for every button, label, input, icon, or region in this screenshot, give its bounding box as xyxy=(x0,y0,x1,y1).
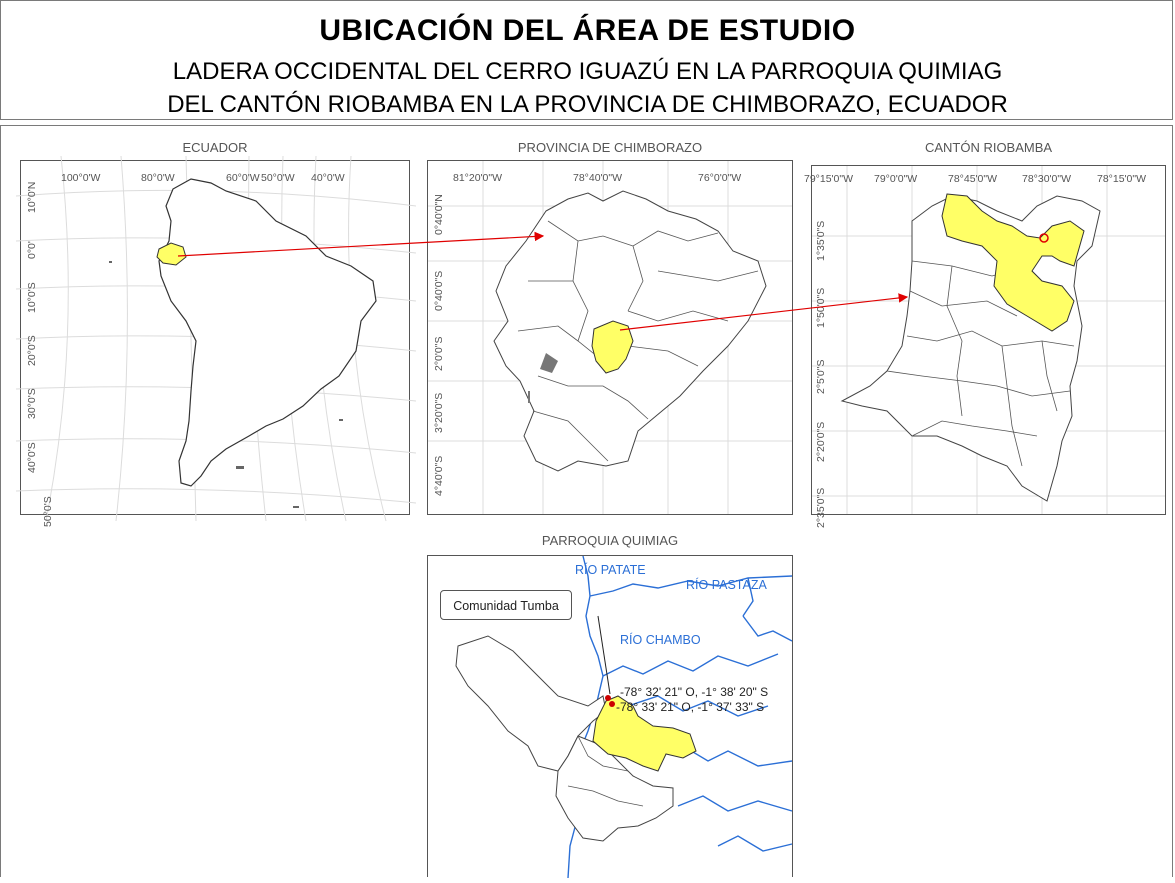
lat-tick: 2°35'0"S xyxy=(815,488,827,528)
lat-tick: 40°0'S xyxy=(26,442,38,473)
lat-tick: 4°40'0"S xyxy=(433,456,445,496)
lat-tick: 2°5'0"S xyxy=(815,360,827,394)
lat-tick: 1°35'0"S xyxy=(815,221,827,261)
lon-tick: 80°0'W xyxy=(141,172,175,184)
quimiag-map: RÍO PATATE RÍO PASTAZA RÍO CHAMBO -78° 3… xyxy=(455,555,793,879)
coord-label-1: -78° 32' 21" O, -1° 38' 20" S xyxy=(620,685,768,699)
ecuador-map-label: ECUADOR xyxy=(182,140,248,155)
lon-tick: 79°15'0"W xyxy=(804,173,853,185)
lat-tick: 0°0' xyxy=(26,241,38,259)
riobamba-map-label: CANTÓN RIOBAMBA xyxy=(924,140,1053,155)
quimiag-map-label: PARROQUIA QUIMIAG xyxy=(541,533,679,548)
riobamba-map-frame: 79°15'0"W 79°0'0"W 78°45'0"W 78°30'0"W 7… xyxy=(804,165,1166,528)
map-layout-frame xyxy=(0,125,1173,877)
lon-tick: 76°0'0"W xyxy=(698,172,741,184)
riobamba-map: 79°15'0"W 79°0'0"W 78°45'0"W 78°30'0"W 7… xyxy=(804,166,1165,528)
ecuador-lat-ticks: 10°0'N 0°0' 10°0'S 20°0'S 30°0'S 40°0'S … xyxy=(26,182,54,527)
lat-tick: 10°0'N xyxy=(26,182,38,213)
quimiag-map-frame: RÍO PATATE RÍO PASTAZA RÍO CHAMBO -78° 3… xyxy=(427,555,793,879)
lat-tick: 2°20'0"S xyxy=(815,422,827,462)
riobamba-highlight xyxy=(941,193,1085,332)
parish-outline-west xyxy=(455,635,607,772)
map-subtitle-line2: DEL CANTÓN RIOBAMBA EN LA PROVINCIA DE C… xyxy=(167,91,1008,118)
lon-tick: 60°0'W xyxy=(226,172,260,184)
parish-borders xyxy=(886,260,1075,467)
lat-tick: 30°0'S xyxy=(26,388,38,419)
lat-tick: 50°0'S xyxy=(42,496,54,527)
south-america-shape xyxy=(158,178,377,487)
ecuador-map-frame: 100°0'W 80°0'W 60°0'W 50°0'W 40°0'W 10°0… xyxy=(15,155,417,527)
callout-comunidad-tumba: Comunidad Tumba xyxy=(440,590,572,620)
chimborazo-map: 81°20'0"W 78°40'0"W 76°0'0"W 0°40'0"N 0°… xyxy=(428,161,792,514)
lon-tick: 40°0'W xyxy=(311,172,345,184)
coordinate-labels: -78° 32' 21" O, -1° 38' 20" S -78° 33' 2… xyxy=(616,685,768,714)
river-label-pastaza: RÍO PASTAZA xyxy=(686,577,767,592)
river-label-chambo: RÍO CHAMBO xyxy=(620,632,701,647)
lat-tick: 0°40'0"S xyxy=(433,271,445,311)
lat-tick: 20°0'S xyxy=(26,335,38,366)
riobamba-lat-ticks: 1°35'0"S 1°50'0"S 2°5'0"S 2°20'0"S 2°35'… xyxy=(815,221,827,528)
chimborazo-map-label: PROVINCIA DE CHIMBORAZO xyxy=(517,140,703,155)
callout-leader xyxy=(597,615,611,695)
parish-borders xyxy=(567,735,644,807)
lon-tick: 79°0'0"W xyxy=(874,173,917,185)
chimborazo-lon-ticks: 81°20'0"W 78°40'0"W 76°0'0"W xyxy=(453,172,741,184)
lon-tick: 78°40'0"W xyxy=(573,172,622,184)
ecuador-lon-ticks: 100°0'W 80°0'W 60°0'W 50°0'W 40°0'W xyxy=(61,172,345,184)
riobamba-lon-ticks: 79°15'0"W 79°0'0"W 78°45'0"W 78°30'0"W 7… xyxy=(804,173,1146,185)
lat-tick: 3°20'0"S xyxy=(433,393,445,433)
lon-tick: 50°0'W xyxy=(261,172,295,184)
title-box xyxy=(0,0,1173,120)
river-labels: RÍO PATATE RÍO PASTAZA RÍO CHAMBO xyxy=(575,562,767,647)
lat-tick: 2°0'0"S xyxy=(433,337,445,371)
islands xyxy=(109,261,343,508)
map-subtitle-line1: LADERA OCCIDENTAL DEL CERRO IGUAZÚ EN LA… xyxy=(172,58,1003,85)
chimborazo-lat-ticks: 0°40'0"N 0°40'0"S 2°0'0"S 3°20'0"S 4°40'… xyxy=(433,194,445,496)
map-title: UBICACIÓN DEL ÁREA DE ESTUDIO xyxy=(319,14,856,47)
gulf-island xyxy=(540,353,558,373)
river-label-patate: RÍO PATATE xyxy=(575,562,646,577)
coord-label-2: -78° 33' 21" O, -1° 37' 33" S xyxy=(616,700,764,714)
tumba-point-1 xyxy=(605,695,611,701)
chimborazo-map-frame: 81°20'0"W 78°40'0"W 76°0'0"W 0°40'0"N 0°… xyxy=(427,160,793,515)
quimiag-marker xyxy=(1039,233,1049,243)
rio-pastaza-line xyxy=(589,575,793,597)
lat-tick: 10°0'S xyxy=(26,282,38,313)
province-outline xyxy=(840,195,1101,502)
lon-tick: 81°20'0"W xyxy=(453,172,502,184)
lon-tick: 100°0'W xyxy=(61,172,101,184)
lat-tick: 1°50'0"S xyxy=(815,288,827,328)
tumba-point-2 xyxy=(609,701,615,707)
quimiag-highlight xyxy=(592,695,697,772)
lon-tick: 78°30'0"W xyxy=(1022,173,1071,185)
lon-tick: 78°45'0"W xyxy=(948,173,997,185)
lat-tick: 0°40'0"N xyxy=(433,194,445,235)
island xyxy=(528,391,530,403)
lon-tick: 78°15'0"W xyxy=(1097,173,1146,185)
ecuador-map: 100°0'W 80°0'W 60°0'W 50°0'W 40°0'W 10°0… xyxy=(15,155,417,527)
